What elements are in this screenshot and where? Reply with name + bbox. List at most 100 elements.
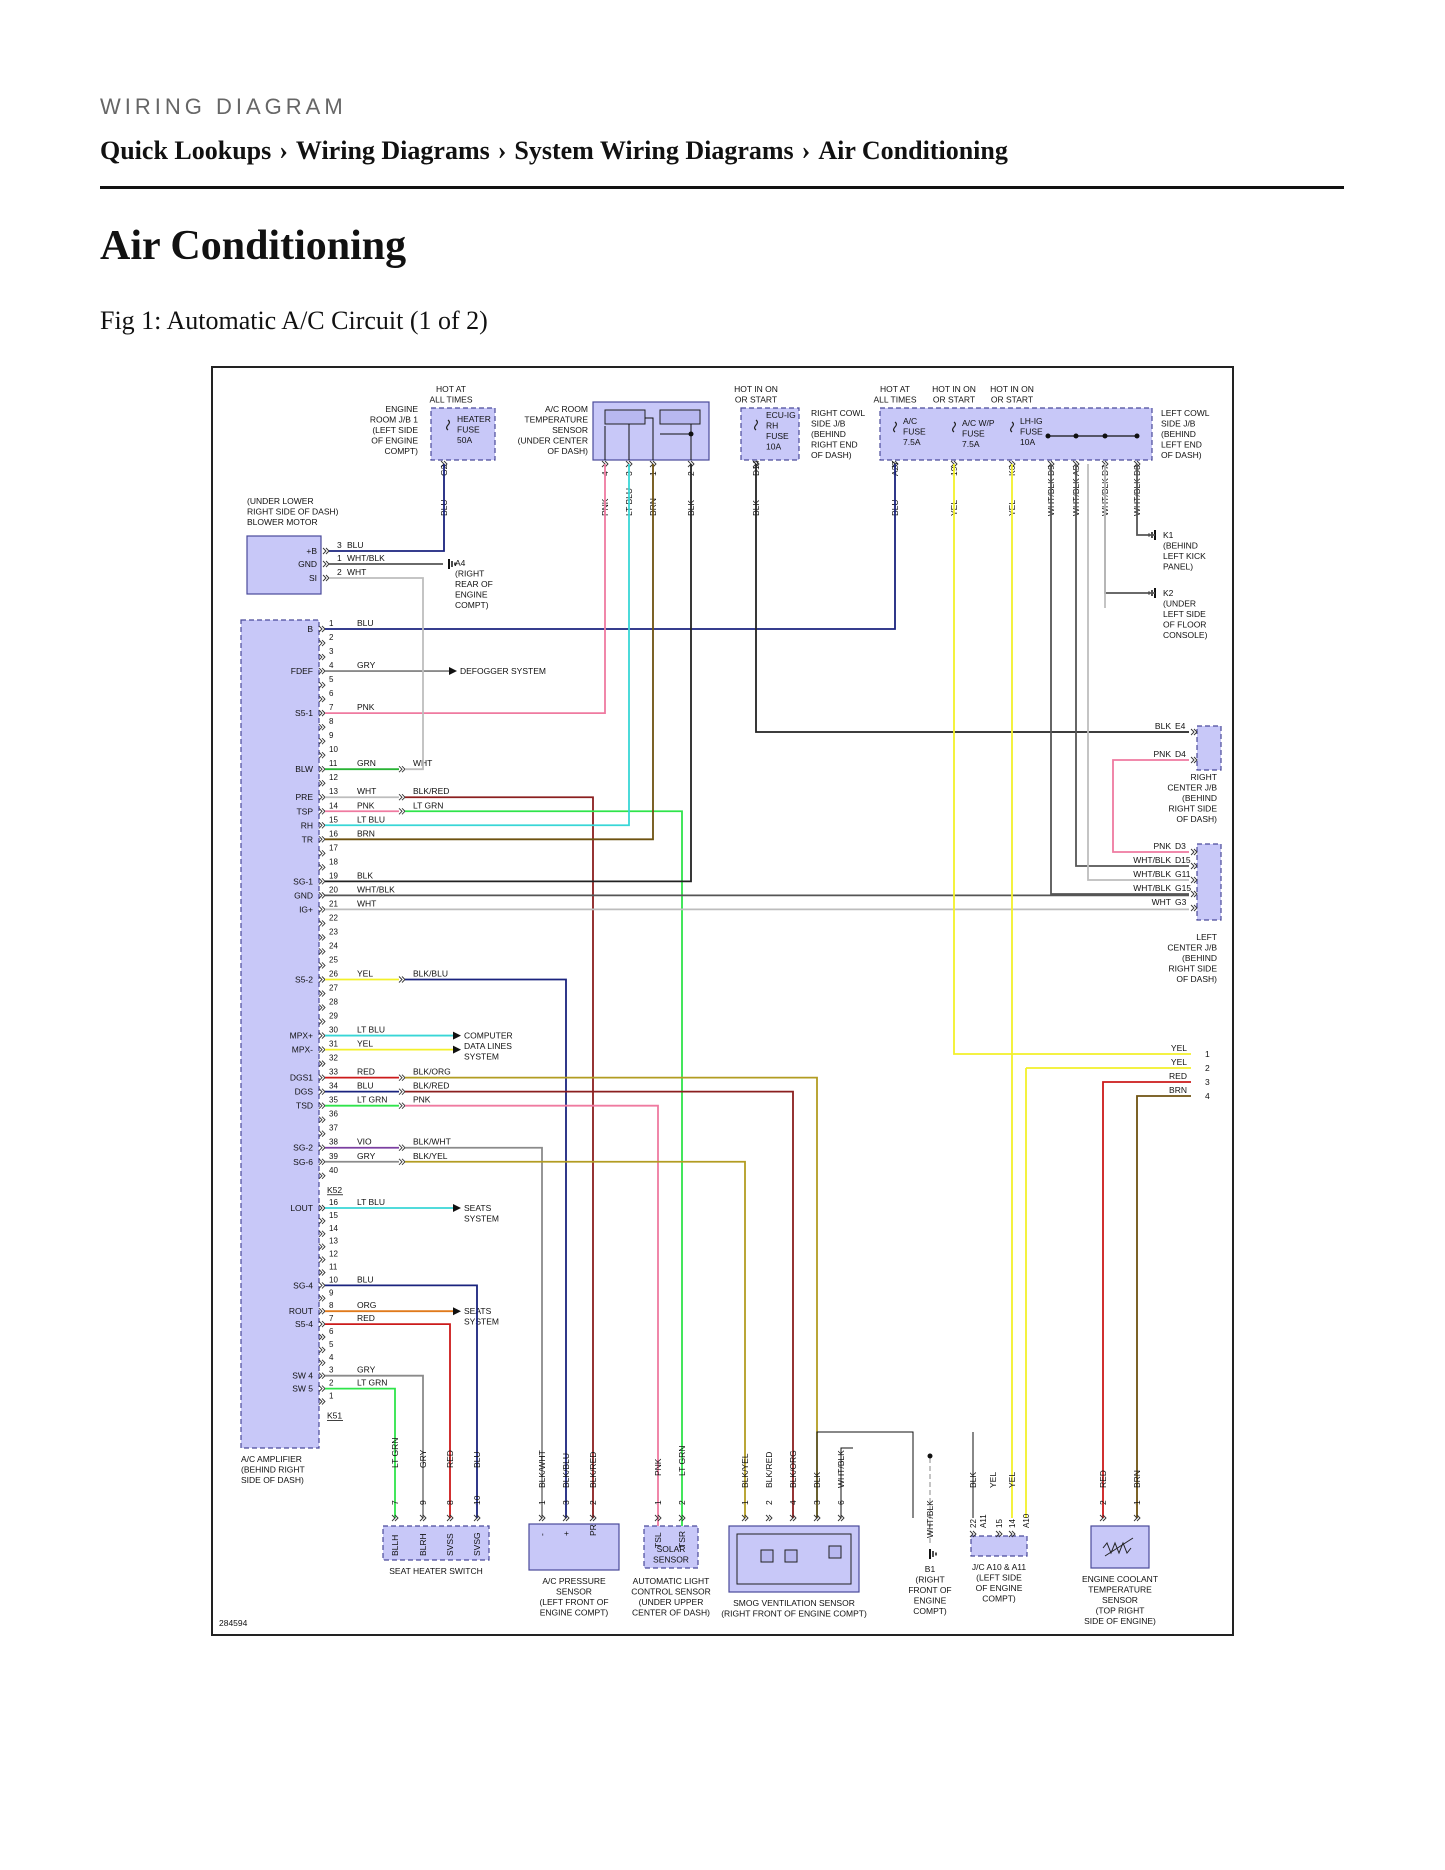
amplifier-connector [318, 1018, 326, 1025]
amplifier-pin-number: 15 [329, 1211, 338, 1220]
amplifier-pin-number: 13 [329, 1237, 338, 1246]
heater-fuse-box [430, 407, 496, 461]
left-cowl-label: (BEHIND [1161, 429, 1196, 439]
amplifier-pin-number: 26 [329, 970, 338, 979]
blower-motor-label: RIGHT SIDE OF DASH) [247, 507, 339, 517]
left-cowl-label: LEFT END [1161, 440, 1202, 450]
amplifier-connector [318, 1204, 326, 1212]
amplifier-connector [318, 990, 326, 997]
lhig-fuse-label: FUSE [1020, 427, 1043, 437]
coolant-feed-wire-label: YEL [1171, 1043, 1187, 1053]
amplifier-wire-label: GRY [357, 1151, 376, 1161]
amplifier-pin-number: 24 [329, 941, 338, 950]
lhig-fuse-label: 10A [1020, 437, 1035, 447]
smog-element [828, 1545, 842, 1559]
lhig-fuse-label: LH-IG [1020, 416, 1043, 426]
right-center-jb-label: CENTER J/B [1167, 783, 1217, 793]
amplifier-wire-label: WHT/BLK [357, 884, 395, 894]
amplifier-pin-number: 11 [329, 1263, 338, 1272]
amplifier-connector [318, 751, 326, 759]
solar-sensor-label: SOLAR [657, 1544, 686, 1554]
amplifier-wire-label: LT BLU [357, 814, 385, 824]
wire-red-3 [1102, 1081, 1191, 1518]
amplifier-wire-label: LT BLU [357, 1025, 385, 1035]
amplifier-wire-label-2: LT GRN [413, 800, 443, 810]
amplifier-connector [318, 1060, 326, 1067]
amplifier-pin-number: 36 [329, 1110, 338, 1119]
seat-pin-label: BLLH [390, 1535, 400, 1556]
smog-wire-label: BLK [812, 1472, 822, 1488]
seat-heater-label: SEAT HEATER SWITCH [389, 1566, 483, 1576]
wire-19-yel [953, 464, 1191, 1055]
light-sensor-label: CONTROL SENSOR [631, 1587, 711, 1597]
right-wire-label: BLK [1155, 721, 1171, 731]
breadcrumb-item-wiring-diagrams[interactable]: Wiring Diagrams [295, 136, 490, 165]
engine-jb-label: ROOM J/B 1 [370, 415, 418, 425]
computer-data-label: DATA LINES [464, 1041, 512, 1051]
seat-connector [391, 1514, 399, 1522]
wire-sw4-gry [325, 1374, 424, 1518]
engine-jb-label: (LEFT SIDE [372, 425, 418, 435]
wire-d14-blk [755, 464, 1189, 733]
right-connector [1190, 876, 1198, 884]
amplifier-pin-number: 19 [329, 871, 338, 880]
room-sensor-label: TEMPERATURE [524, 415, 588, 425]
amplifier-pin-number: 10 [329, 1275, 338, 1284]
seats-arrow [453, 1204, 461, 1212]
heater-fuse-label: FUSE [457, 425, 480, 435]
left-center-jb-box [1196, 843, 1222, 921]
right-cowl-label: OF DASH) [811, 450, 852, 460]
left-cowl-label: LEFT COWL [1161, 408, 1210, 418]
amplifier-pin-number: 38 [329, 1138, 338, 1147]
wire-smog-3 [816, 1431, 914, 1518]
ground-k2-label: (UNDER [1163, 599, 1196, 609]
blower-connector [322, 574, 330, 582]
hot-at-all-times-label: HOT AT [436, 384, 466, 394]
coolant-sensor-label: ENGINE COOLANT [1082, 1574, 1158, 1584]
heater-fuse-symbol [445, 419, 451, 431]
amplifier-pin-number: 37 [329, 1124, 338, 1133]
hot-in-on-start-label: HOT IN ON [932, 384, 976, 394]
amplifier-connector [318, 667, 326, 675]
seat-pin-number: 10 [472, 1495, 482, 1505]
jc-a10-label: J/C A10 & A11 [972, 1562, 1026, 1572]
document-kicker: WIRING DIAGRAM [100, 94, 347, 119]
blower-pin-number: 2 [337, 567, 342, 577]
seats-system-label: SYSTEM [464, 1317, 499, 1327]
amplifier-wire-label: BLU [357, 618, 374, 628]
ground-b1-label: B1 [925, 1564, 936, 1574]
pressure-wire-label: BLK/WHT [537, 1450, 547, 1488]
wire-dgs-blk-red [405, 1090, 794, 1518]
wire-brn-4 [1136, 1095, 1191, 1518]
amplifier-pin-label: SG-1 [293, 876, 313, 886]
amplifier-wire-label: RED [357, 1313, 375, 1323]
amplifier-pin-number: 21 [329, 899, 338, 908]
room-sensor-label: OF DASH) [547, 446, 588, 456]
figure-number: 284594 [219, 1618, 248, 1628]
seats-system-label: SEATS [464, 1203, 492, 1213]
wire-pnk-d4-d3 [1112, 759, 1189, 853]
amplifier-wire-label-2: PNK [413, 1095, 431, 1105]
amplifier-connector [318, 1346, 326, 1354]
wire-dgs1-blk-org [405, 1076, 818, 1518]
amplifier-pin-label: GND [294, 890, 313, 900]
wire-sg2-blk-wht [405, 1146, 543, 1518]
breadcrumb-item-air-conditioning[interactable]: Air Conditioning [818, 136, 1008, 165]
breadcrumb-item-system-wiring-diagrams[interactable]: System Wiring Diagrams [514, 136, 794, 165]
blower-connector [322, 547, 330, 555]
amplifier-pin-label: TR [302, 834, 313, 844]
right-connector [1190, 904, 1198, 912]
amplifier-connector [318, 1046, 326, 1053]
amplifier-pin-label: B [307, 624, 313, 634]
right-connector [1190, 756, 1198, 764]
amplifier-wire-label: ORG [357, 1300, 376, 1310]
breadcrumb-item-quick-lookups[interactable]: Quick Lookups [100, 136, 272, 165]
ground-a4-label: ENGINE [455, 590, 488, 600]
pressure-connector [538, 1514, 546, 1522]
right-cowl-label: RIGHT END [811, 440, 858, 450]
ecu-ig-fuse-label: 10A [766, 442, 781, 452]
amplifier-connector [318, 1398, 326, 1405]
wire-sg4-blu [325, 1284, 478, 1518]
amplifier-pin-number: 29 [329, 1012, 338, 1021]
